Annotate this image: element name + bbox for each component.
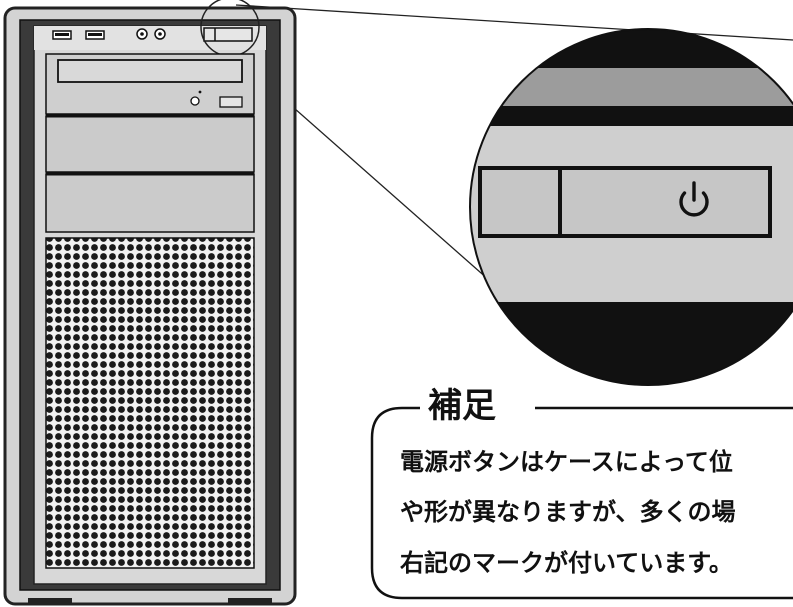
audio-jack-icon xyxy=(154,28,166,40)
usb-port-icon xyxy=(52,30,72,40)
usb-port-icon xyxy=(85,30,105,40)
note-title: 補足 xyxy=(428,386,496,426)
note-text-line: や形が異なりますが、多くの場 xyxy=(400,498,736,526)
front-mesh-grille xyxy=(45,237,255,569)
power-icon xyxy=(679,181,709,217)
case-power-button xyxy=(203,27,253,42)
note-box xyxy=(370,406,793,600)
note-text-line: 右記のマークが付いています。 xyxy=(400,549,733,577)
pc-case xyxy=(3,0,297,606)
audio-jack-icon xyxy=(136,28,148,40)
drive-bay-cover xyxy=(45,172,255,233)
note-text-line: 電源ボタンはケースによって位 xyxy=(400,448,733,476)
case-foot xyxy=(228,598,272,604)
power-button-zoom xyxy=(469,28,793,386)
case-foot xyxy=(28,598,72,604)
drive-bay-cover xyxy=(45,114,255,173)
optical-drive-bay xyxy=(45,53,255,115)
